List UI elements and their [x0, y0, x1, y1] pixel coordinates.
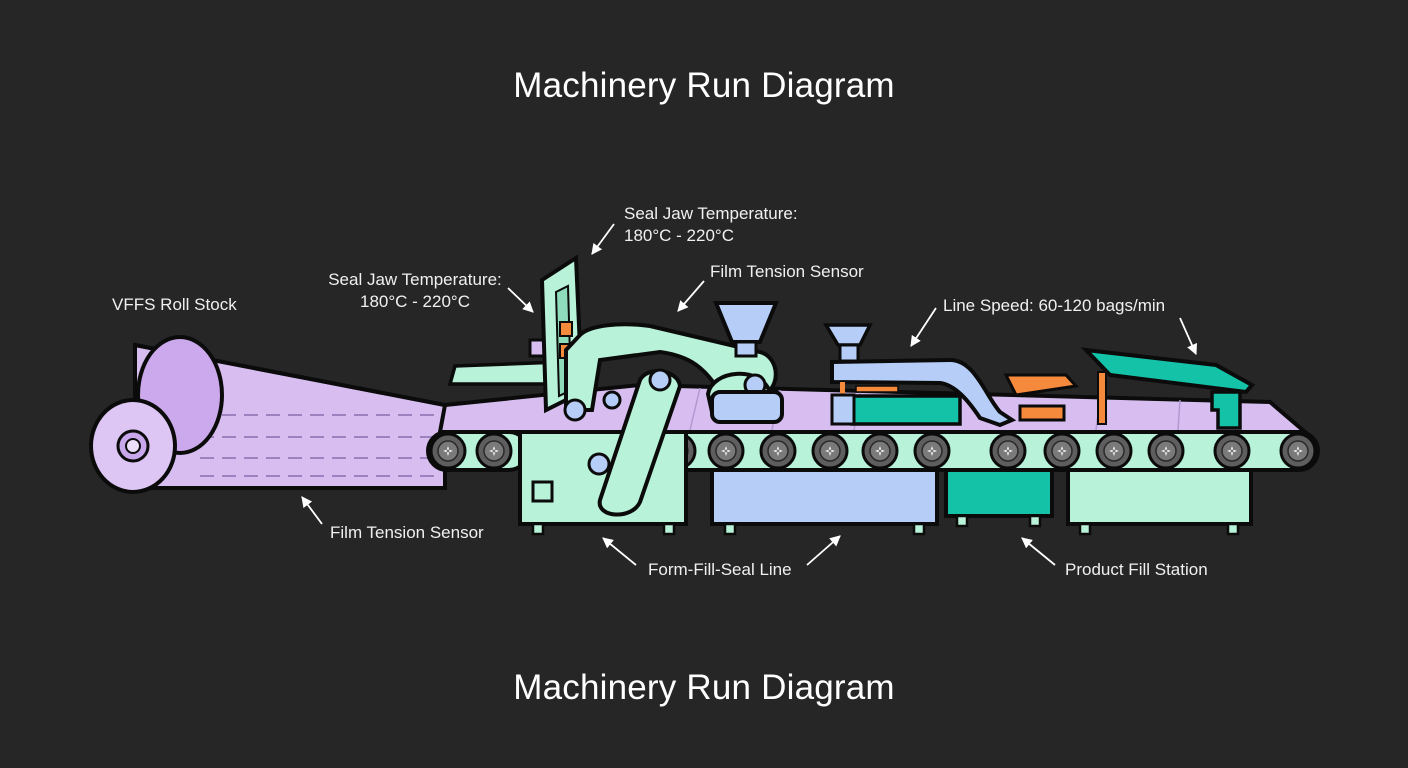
label-seal-jaw-left-line2: 180°C - 220°C	[360, 292, 470, 311]
diagram-title-bottom: Machinery Run Diagram	[513, 668, 895, 707]
arrow-product-fill	[1021, 537, 1056, 566]
seal-jaw-assembly	[447, 254, 778, 517]
label-seal-jaw-left-line1: Seal Jaw Temperature:	[328, 270, 502, 289]
label-seal-jaw-top-line2: 180°C - 220°C	[624, 226, 734, 245]
fill-station	[822, 323, 1017, 428]
arrow-form-fill-seal-right	[806, 535, 841, 566]
arrow-film-tension-top	[677, 280, 705, 312]
arrow-seal-jaw-left	[507, 287, 534, 313]
label-seal-jaw-top-line1: Seal Jaw Temperature:	[624, 204, 798, 223]
arrow-line-speed	[910, 307, 937, 347]
label-form-fill-seal-line: Form-Fill-Seal Line	[648, 560, 792, 579]
label-seal-jaw-left: Seal Jaw Temperature: 180°C - 220°C	[326, 269, 504, 313]
discharge-chute	[1080, 347, 1256, 430]
label-film-tension-sensor-top: Film Tension Sensor	[710, 262, 864, 281]
diagram-title-top: Machinery Run Diagram	[513, 66, 895, 105]
annotation-arrows	[301, 223, 1197, 566]
label-line-speed: Line Speed: 60-120 bags/min	[943, 296, 1166, 315]
product-hopper	[710, 301, 784, 424]
arrow-seal-jaw-top	[591, 223, 615, 255]
label-film-tension-sensor-bottom: Film Tension Sensor	[330, 523, 484, 542]
label-product-fill-station: Product Fill Station	[1065, 560, 1208, 579]
arrow-discharge	[1179, 317, 1197, 355]
label-seal-jaw-top: Seal Jaw Temperature: 180°C - 220°C	[624, 203, 798, 247]
machine-base-cabinets	[518, 430, 1253, 536]
arrow-form-fill-seal-left	[602, 537, 637, 566]
label-vffs-roll-stock: VFFS Roll Stock	[112, 295, 237, 314]
finished-bags	[1003, 373, 1079, 422]
vffs-roll-stock	[89, 335, 447, 494]
arrow-film-tension-bottom	[301, 496, 323, 525]
